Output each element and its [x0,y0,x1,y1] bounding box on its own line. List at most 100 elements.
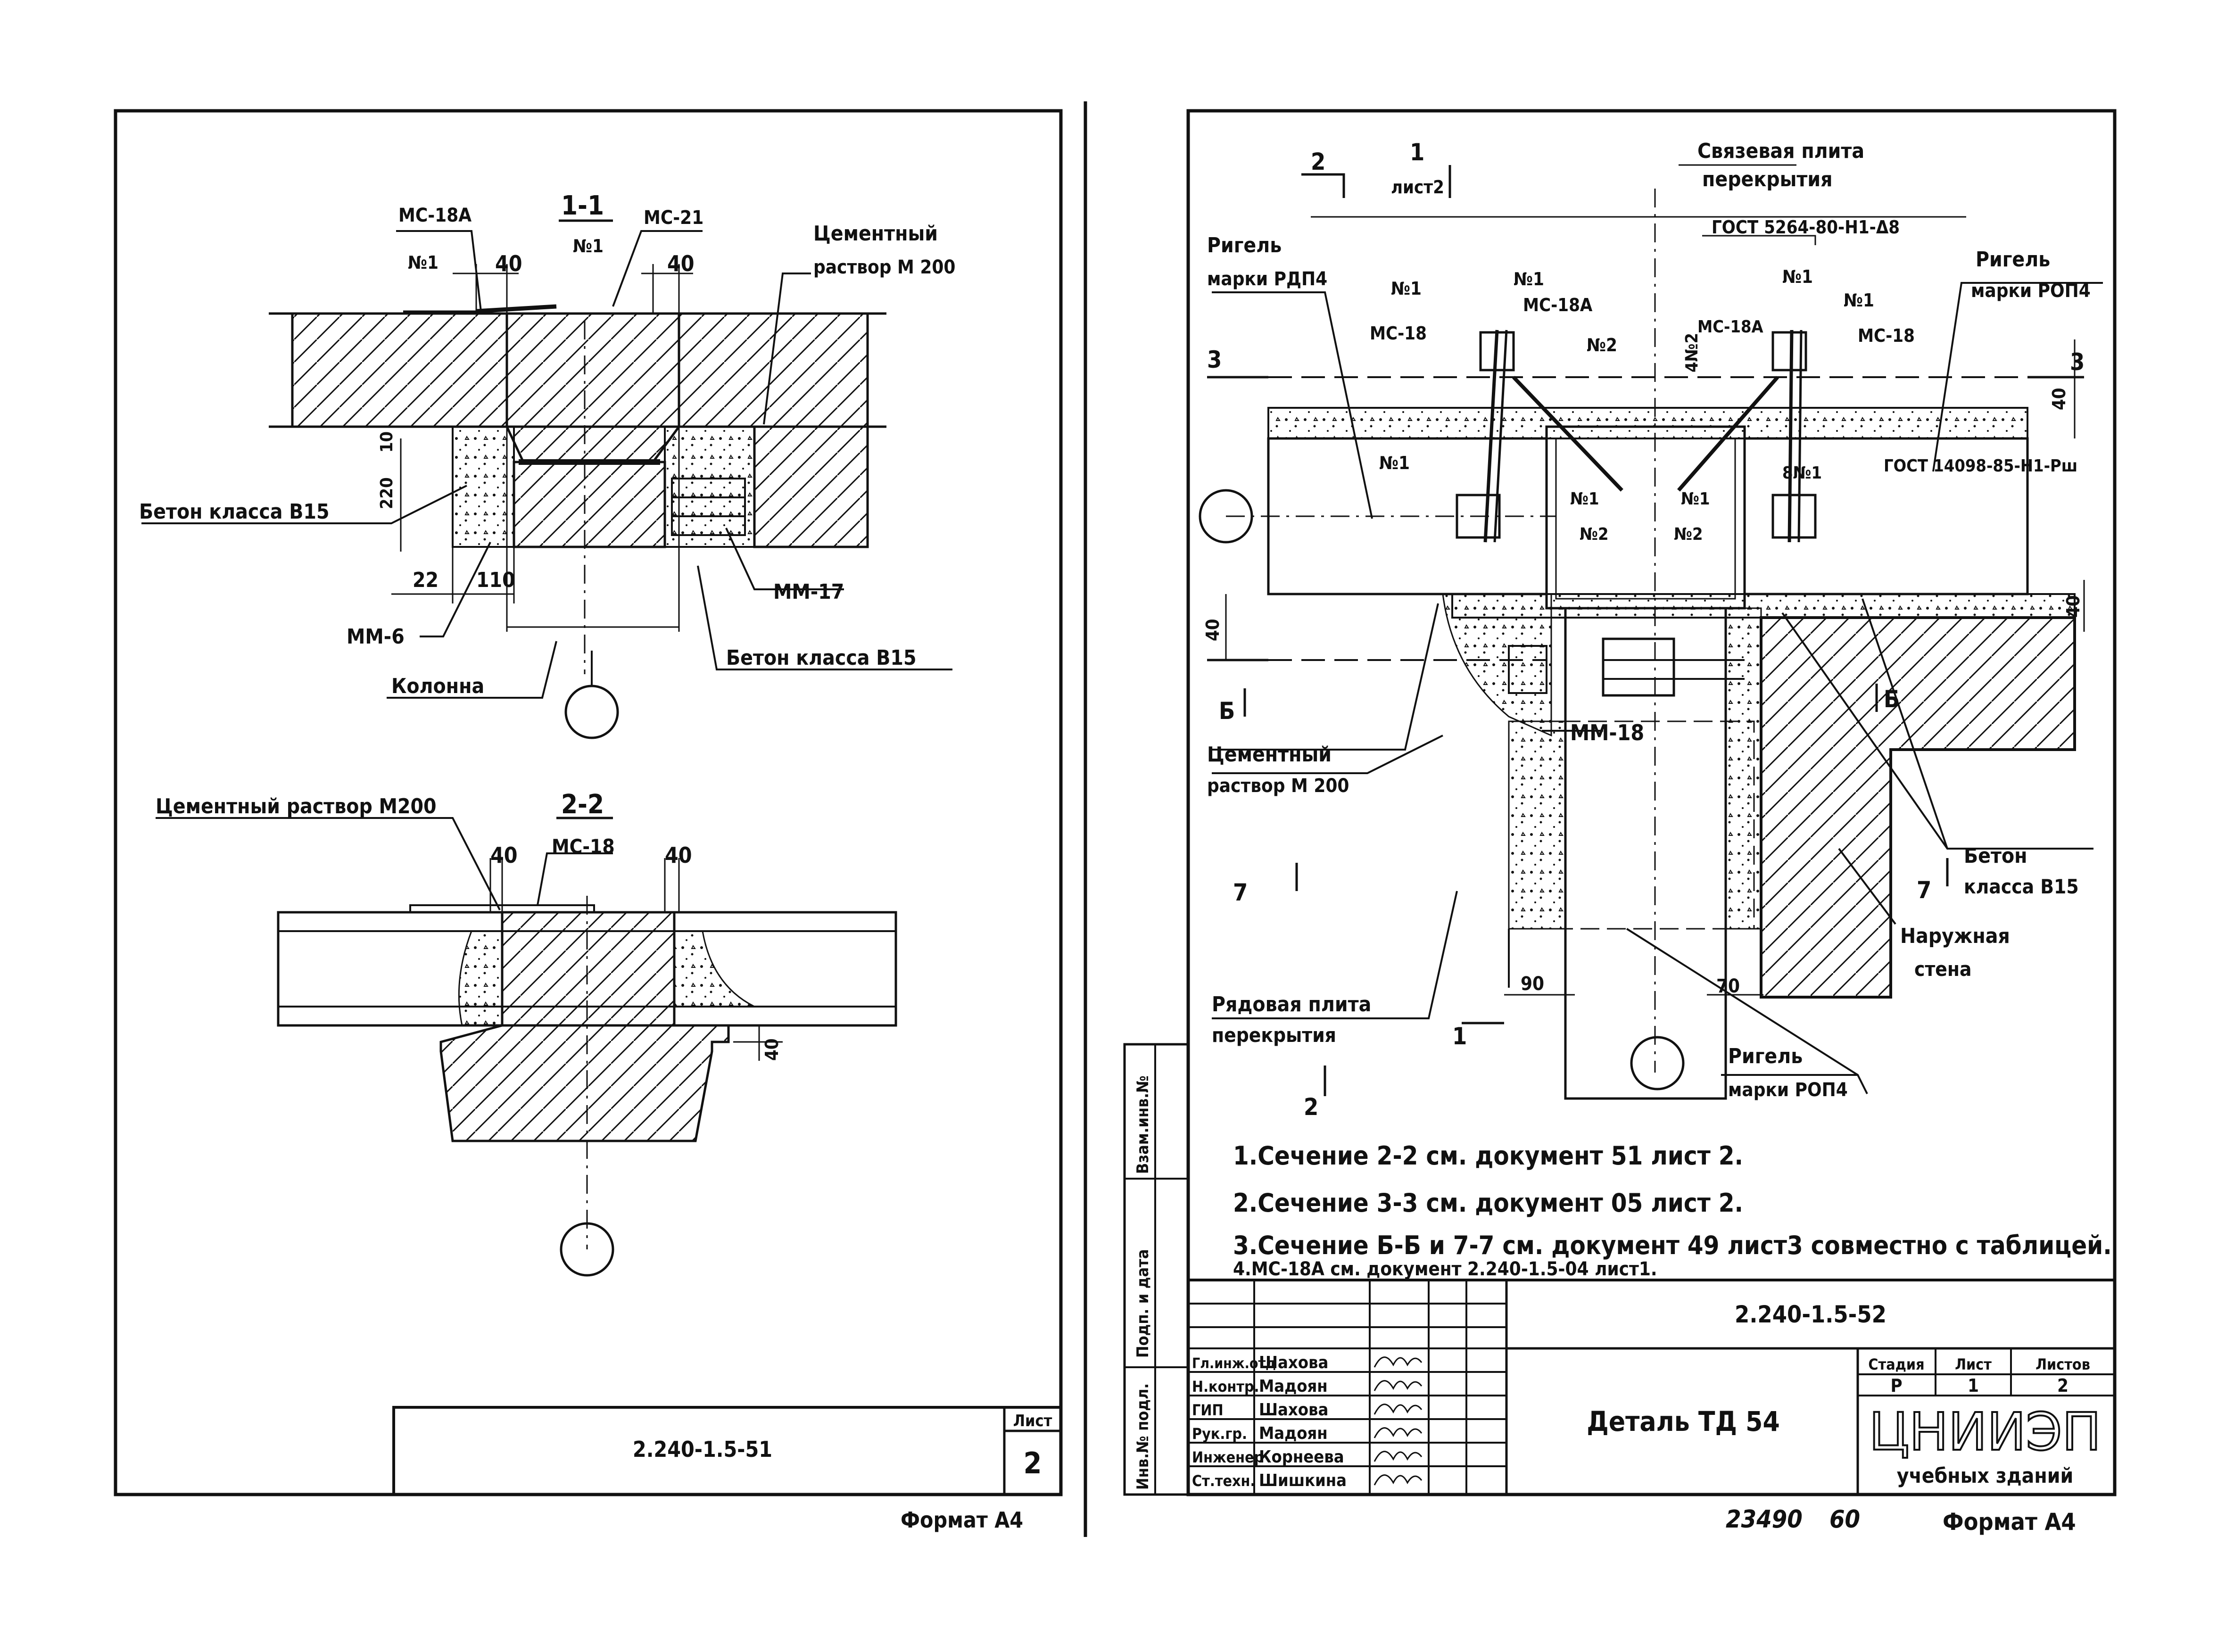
org-subtitle: учебных зданий [1897,1464,2073,1488]
notes: 1.Сечение 2-2 см. документ 51 лист 2. 2.… [1233,1141,2112,1280]
label-tie-slab-1: Связевая плита [1697,139,1864,163]
label-40-a: 40 [495,251,522,276]
beam-hatched [513,461,666,548]
cut-1-top: 1 [1410,139,1424,166]
label-n1-a: №1 [408,252,439,273]
label-rigel-left-2: марки РДП4 [1207,268,1327,290]
concrete-fill-2-2-left [458,930,503,1026]
label-mortar-2: раствор М 200 [813,256,955,278]
label-mm18: ММ-18 [1570,720,1644,745]
role-5: Инженер [1192,1448,1264,1466]
right-sheet-frame [1186,109,2117,1496]
sheet-value: 1 [1968,1375,1979,1396]
beam-right [753,425,869,548]
tie-slab [1267,407,2028,439]
stamp-col-3: Взам.инв.№ [1134,1075,1152,1174]
label-mortar-2: раствор М 200 [1207,775,1349,797]
concrete-strip-right [1725,607,1762,930]
mortar-fill [1442,593,1552,737]
cut-2-top: 2 [1311,148,1325,175]
left-title-block: 2.240-1.5-51 Лист 2 [392,1406,1062,1496]
axis-marker-left [1199,489,1253,544]
label-n1-a: №1 [1391,278,1422,299]
sheet-label: Лист [1955,1355,1992,1373]
concrete-fill-left [452,426,515,548]
name-5: Корнеева [1259,1447,1344,1467]
label-concrete-left: Бетон класса В15 [139,500,330,524]
slab-left [291,312,508,428]
name-2: Мадоян [1259,1377,1328,1396]
column-2-2 [439,911,730,1142]
inv-number: 23490 [1726,1505,1803,1534]
note-3: 3.Сечение Б-Б и 7-7 см. документ 49 лист… [1233,1231,2112,1260]
label-ext-wall-1: Наружная [1900,924,2010,948]
label-220: 220 [377,477,397,509]
cut-1-bottom: 1 [1452,1023,1467,1050]
label-slab-1: Рядовая плита [1212,992,1371,1016]
stage-label: Стадия [1868,1355,1924,1373]
label-4n2: 4№2 [1682,333,1702,372]
label-gost-top: ГОСТ 5264-80-Н1-Δ8 [1712,217,1900,238]
concrete-fill-right [664,426,755,548]
left-sheet-label: Лист [1013,1412,1052,1430]
label-mc18-left: МС-18 [1370,323,1427,344]
label-90: 90 [1521,973,1544,995]
right-sheet: 2 1 лист2 Связевая плита перекрытия ГОСТ… [1123,109,2117,1536]
label-rigel-right-2: марки РОП4 [1971,280,2091,302]
label-mc18a-right: МС-18А [1697,317,1763,337]
org-logo: ЦНИИЭП [1869,1402,2101,1462]
label-mm17: ММ-17 [773,580,844,604]
left-doc-code: 2.240-1.5-51 [633,1437,772,1462]
label-40-b: 40 [667,251,695,276]
label-110: 110 [476,568,515,592]
slab-right [678,312,869,428]
label-mc21: МС-21 [644,207,703,229]
label-70: 70 [1716,975,1740,997]
role-1: Гл.инж.отд [1192,1355,1276,1372]
section-1-1-title: 1-1 [561,190,604,221]
label-40-right-top: 40 [2049,388,2069,410]
label-mortar-1: Цементный [1207,743,1332,767]
role-2: Н.контр. [1192,1378,1259,1396]
core-upper [505,312,680,463]
label-n1-e: №1 [1379,453,1410,473]
label-40-2-2-b: 40 [665,843,692,868]
cut-3-right: 3 [2070,348,2085,376]
label-n1-b: №1 [573,236,604,256]
name-6: Шишкина [1259,1471,1347,1490]
cut-7-right: 7 [1917,876,1931,904]
label-n1-c: №1 [1782,266,1813,287]
label-40-left: 40 [1202,619,1223,641]
plan-detail: 2 1 лист2 Связевая плита перекрытия ГОСТ… [1199,139,2103,1121]
right-format: Формат А4 [1943,1508,2076,1536]
name-3: Шахова [1259,1400,1328,1420]
cut-2-bottom: 2 [1304,1093,1318,1121]
label-column: Колонна [391,674,484,698]
label-mm6: ММ-6 [347,625,405,649]
axis-marker-1 [564,685,619,739]
stage-value: Р [1890,1375,1902,1396]
label-slab-2: перекрытия [1212,1024,1336,1047]
label-n2-a: №2 [1587,335,1617,355]
name-4: Мадоян [1259,1424,1328,1443]
label-n1-b: №1 [1514,269,1544,289]
drawing-title: Деталь ТД 54 [1587,1405,1780,1437]
label-n1-d: №1 [1844,290,1874,311]
joint-core [1545,425,1746,610]
sheet2-ref: лист2 [1391,177,1444,198]
rigel-bottom [1564,607,1727,1100]
label-mc18-2-2: МС-18 [552,835,615,858]
outer-wall [1760,616,2076,999]
label-40-2-2-a: 40 [490,843,518,868]
label-mortar-1: Цементный [813,222,938,246]
label-mc18a: МС-18А [398,205,472,226]
stamp-col-2: Подп. и дата [1134,1249,1152,1358]
left-sheet: 1-1 МС-18А МС-21 №1 №1 40 40 Цементный р… [114,101,1087,1537]
left-format: Формат А4 [901,1507,1023,1533]
cut-b-right: Б [1884,686,1900,713]
label-10: 10 [377,431,397,453]
label-n1-g: №1 [1681,489,1710,509]
label-tie-slab-2: перекрытия [1702,167,1833,191]
label-22: 22 [413,568,439,592]
label-40-right: 40 [2063,595,2084,618]
